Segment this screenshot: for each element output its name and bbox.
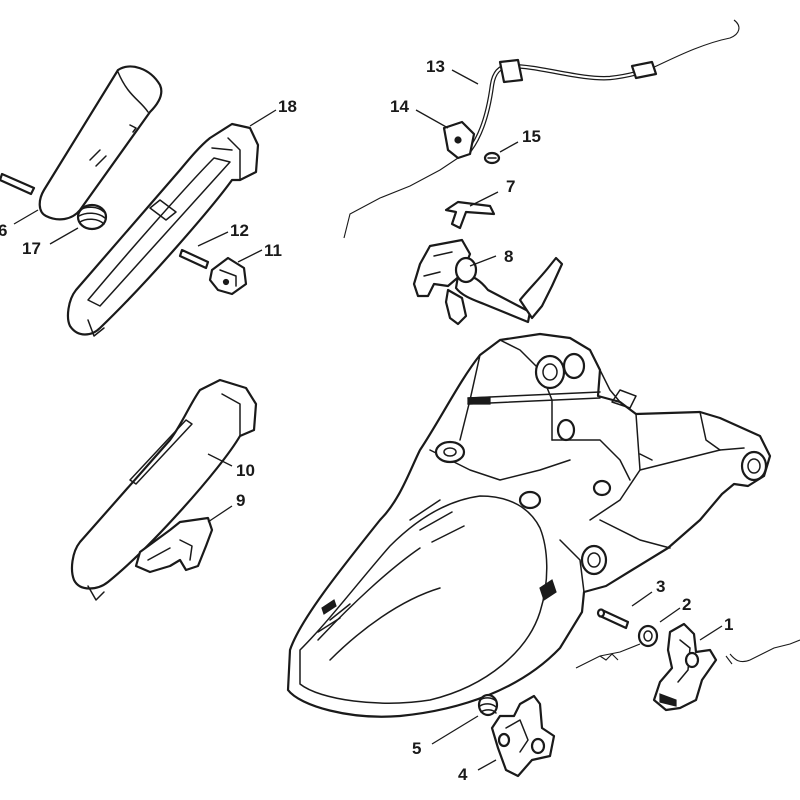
- pin-part-12: [178, 248, 210, 270]
- handle-cover-part-6: [38, 65, 163, 221]
- callout-15: 15: [522, 127, 541, 146]
- leader-13: [451, 69, 479, 85]
- shaft-lever-part-8: [412, 238, 564, 326]
- callout-10: 10: [236, 461, 255, 480]
- callout-17: 17: [22, 239, 41, 258]
- spring-part-17: [76, 203, 108, 231]
- leader-18: [249, 109, 277, 127]
- lever-part-4: [490, 694, 556, 778]
- leader-7: [469, 191, 499, 207]
- rod-right: [725, 639, 800, 665]
- leader-6: [13, 209, 39, 225]
- leader-2: [659, 607, 681, 623]
- screw-part-15: [483, 151, 501, 165]
- leader-lines: [13, 69, 723, 771]
- leader-11: [237, 249, 263, 263]
- leader-8: [469, 255, 497, 267]
- leader-9: [207, 505, 233, 523]
- callout-1: 1: [724, 615, 733, 634]
- clip-part-11: [208, 256, 248, 296]
- pin-left: [0, 172, 36, 196]
- throttle-trigger-part-1: [652, 622, 718, 712]
- callout-14: 14: [390, 97, 409, 116]
- leader-1: [699, 625, 723, 641]
- leader-3: [631, 591, 653, 607]
- main-handle-housing: [286, 332, 772, 718]
- spring-part-5: [477, 693, 499, 717]
- leader-4: [477, 759, 497, 771]
- spring-part-2: [575, 624, 659, 669]
- handle-part-10: [70, 378, 258, 601]
- callout-11: 11: [264, 241, 282, 260]
- pin-part-3: [596, 608, 630, 630]
- callout-5: 5: [412, 739, 421, 758]
- leader-17: [49, 227, 79, 245]
- callout-12: 12: [230, 221, 249, 240]
- cable-clamp-part-14: [442, 120, 476, 160]
- callout-numbers: 1 2 3 4 5 6 7 8 9 10 11 12 13 14 15 17 1…: [0, 57, 733, 784]
- throttle-cable-part-13: [343, 19, 740, 239]
- callout-3: 3: [656, 577, 665, 596]
- clip-part-7: [444, 200, 496, 230]
- leader-12: [197, 231, 229, 247]
- callout-6: 6: [0, 221, 7, 240]
- leader-14: [415, 109, 449, 129]
- leader-5: [431, 715, 479, 745]
- trigger-lock-part-9: [134, 516, 214, 574]
- handle-cover-part-18: [66, 122, 260, 337]
- callout-8: 8: [504, 247, 513, 266]
- callout-7: 7: [506, 177, 515, 196]
- leader-15: [499, 141, 519, 153]
- leader-10: [207, 453, 233, 467]
- callout-13: 13: [426, 57, 445, 76]
- callout-2: 2: [682, 595, 691, 614]
- callout-18: 18: [278, 97, 297, 116]
- callout-4: 4: [458, 765, 468, 784]
- callout-9: 9: [236, 491, 245, 510]
